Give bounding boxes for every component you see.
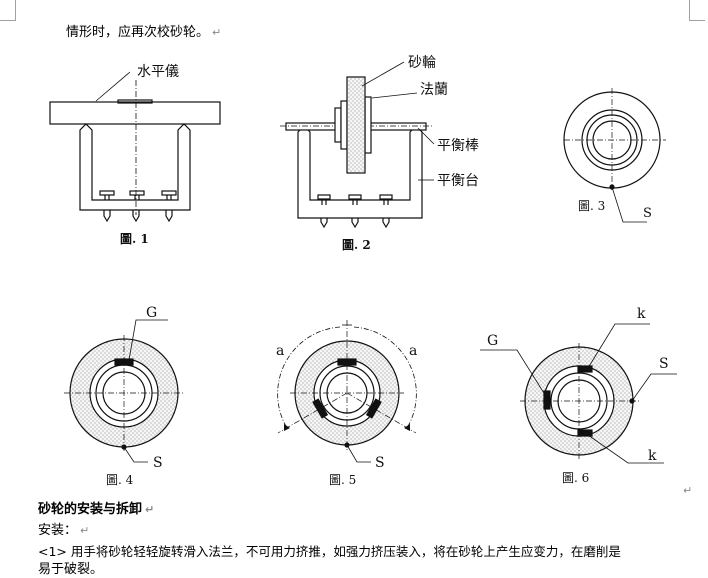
fig1-caption: 圖. 1 <box>120 232 149 246</box>
install-label-line[interactable]: 安装：↵ <box>38 523 89 539</box>
fig5-caption: 圖. 5 <box>329 473 356 487</box>
page-corner-mark-top-right <box>689 0 705 21</box>
fig4-label-g: G <box>146 305 157 321</box>
figure-5 <box>277 320 417 463</box>
fig2-flange-1 <box>334 107 342 143</box>
fig6-caption: 圖. 6 <box>562 471 589 485</box>
step-1-text: <1> 用手将砂轮轻轻旋转滑入法兰，不可用力挤推，如强力挤压装入，将在砂轮上产生… <box>38 544 621 559</box>
fig2-flange-2 <box>340 100 348 150</box>
fig5-arc-left <box>277 326 341 429</box>
fig1-level-leader <box>95 71 131 102</box>
fig6-label-g: G <box>487 333 498 349</box>
fig6-weight-k-top <box>577 365 593 373</box>
fig2-flange-3 <box>364 96 372 154</box>
section-heading-line[interactable]: 砂轮的安装与拆卸↵ <box>38 502 154 518</box>
fig3-caption: 圖. 3 <box>578 199 605 213</box>
paragraph-mark-icon: ↵ <box>145 503 155 516</box>
figure-6 <box>480 323 677 464</box>
paragraph-mark-icon: ↵ <box>80 524 90 537</box>
fig5-label-s: S <box>375 455 385 471</box>
fig2-grinding-wheel <box>346 76 366 174</box>
fig6-weight-k-bottom <box>577 429 593 437</box>
figure-4 <box>64 319 184 463</box>
fig2-label-balance-bar: 平衡棒 <box>437 138 479 154</box>
figure-1 <box>49 71 221 223</box>
figure-2 <box>280 61 435 229</box>
fig4-caption: 圖. 4 <box>106 473 134 487</box>
page-corner-mark-top-left <box>0 0 16 21</box>
fig1-stand <box>79 123 191 211</box>
fig5-arc-right <box>353 326 417 429</box>
fig1-level-plate <box>49 101 221 125</box>
step-1-line[interactable]: <1> 用手将砂轮轻轻旋转滑入法兰，不可用力挤推，如强力挤压装入，将在砂轮上产生… <box>38 544 621 560</box>
fig4-label-s: S <box>153 455 163 471</box>
fig6-label-k-top: k <box>637 306 646 322</box>
install-label: 安装： <box>38 523 78 538</box>
fig2-leaders <box>361 61 435 181</box>
fig2-label-balance-stand: 平衡台 <box>437 173 479 189</box>
fig2-label-wheel: 砂輪 <box>408 54 436 71</box>
fig1-pins <box>99 190 177 223</box>
fig6-label-s: S <box>659 356 669 372</box>
fig5-label-a-left: a <box>276 343 284 359</box>
paragraph-mark-icon: ↵ <box>212 26 222 39</box>
fig6-label-k-bottom: k <box>648 448 657 464</box>
step-1-continuation-text: 易于破裂。 <box>38 562 104 577</box>
fig3-label-s: S <box>643 206 652 221</box>
fig2-label-flange: 法蘭 <box>420 82 448 98</box>
fig2-caption: 圖. 2 <box>342 238 371 252</box>
step-1-continuation[interactable]: 易于破裂。 <box>38 562 103 578</box>
top-line-text: 情形时，应再次校砂轮。 <box>66 25 210 40</box>
fig1-level-bubble <box>117 99 153 104</box>
figure-3 <box>563 88 666 223</box>
text-line-top[interactable]: 情形时，应再次校砂轮。↵ <box>66 25 221 41</box>
fig1-label-level: 水平儀 <box>137 64 179 80</box>
balancing-figures: 水平儀 圖. 1 砂輪 法蘭 平衡棒 平衡台 圖. 2 <box>49 54 677 487</box>
section-heading: 砂轮的安装与拆卸 <box>38 502 143 517</box>
paragraph-mark-icon: ↵ <box>683 484 693 497</box>
fig2-pins <box>317 194 393 229</box>
fig5-label-a-right: a <box>409 343 417 359</box>
fig6-weight-g <box>543 390 551 410</box>
